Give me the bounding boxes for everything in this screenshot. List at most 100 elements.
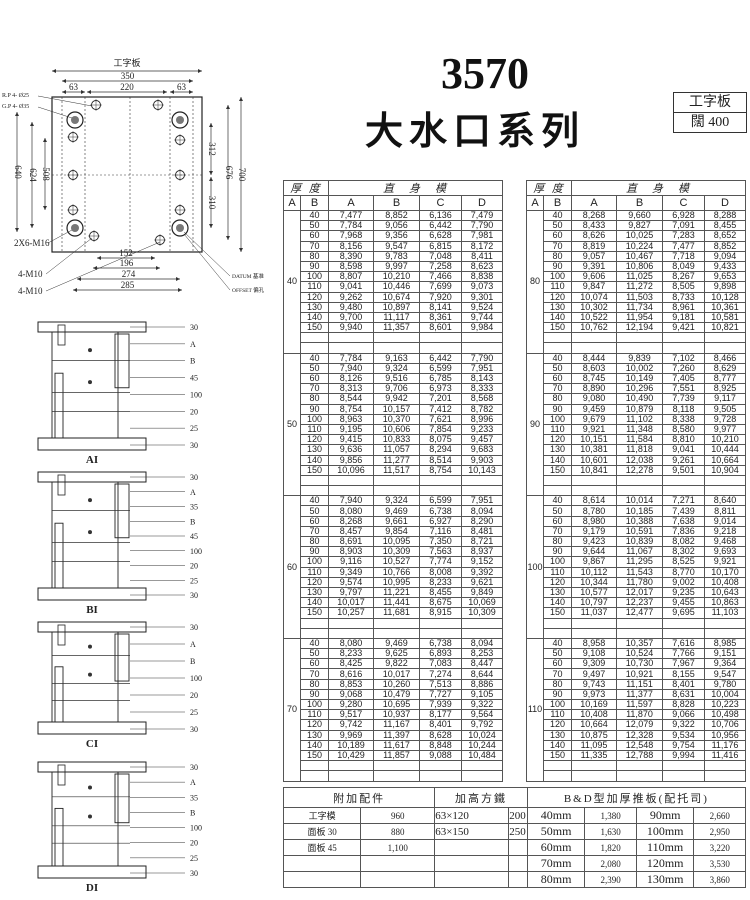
price-cell: 9,117 bbox=[704, 393, 746, 405]
price-cell: 11,954 bbox=[616, 311, 663, 324]
empty-row bbox=[284, 332, 503, 344]
price-cell: 7,271 bbox=[662, 495, 705, 507]
price-cell: 7,940 bbox=[328, 362, 374, 375]
empty-row bbox=[527, 627, 746, 639]
empty-cell bbox=[300, 770, 329, 782]
leader-line bbox=[45, 237, 93, 275]
dimension-label: 700 bbox=[237, 168, 247, 182]
price-cell: 8,268 bbox=[571, 209, 617, 222]
price-cell: 7,854 bbox=[419, 423, 462, 436]
price-cell: 9,921 bbox=[571, 423, 617, 436]
price-cell: 8,505 bbox=[662, 281, 705, 293]
thickness-b: 90 bbox=[300, 688, 329, 701]
price-cell: 10,257 bbox=[328, 607, 374, 619]
price-cell: 8,811 bbox=[704, 505, 746, 517]
price-cell: 9,179 bbox=[571, 525, 617, 538]
thickness-b: 70 bbox=[543, 240, 572, 252]
empty-cell bbox=[662, 627, 705, 639]
dimension-label: 196 bbox=[120, 258, 134, 268]
price-cell: 9,547 bbox=[704, 668, 746, 680]
price-cell: 7,479 bbox=[461, 209, 503, 222]
thickness-b: 140 bbox=[300, 454, 329, 466]
dowel-mark bbox=[88, 380, 92, 385]
accessory-price: 960 bbox=[360, 807, 436, 824]
mold-body bbox=[51, 771, 119, 867]
section-label: 30 bbox=[190, 323, 198, 332]
thickness-b: 90 bbox=[543, 688, 572, 701]
empty-cell bbox=[373, 617, 420, 629]
empty-cell bbox=[461, 342, 503, 354]
price-cell: 6,927 bbox=[419, 515, 462, 527]
empty-row bbox=[284, 485, 503, 497]
price-cell: 8,233 bbox=[328, 648, 374, 660]
empty-cell bbox=[616, 342, 663, 354]
price-cell: 8,810 bbox=[662, 434, 705, 446]
price-cell: 8,143 bbox=[461, 372, 503, 385]
price-cell: 12,038 bbox=[616, 454, 663, 466]
price-cell: 8,568 bbox=[461, 393, 503, 405]
price-cell: 8,514 bbox=[419, 454, 462, 466]
price-cell: 9,324 bbox=[373, 495, 420, 507]
top-clamp-plate bbox=[37, 761, 147, 773]
price-cell: 10,806 bbox=[616, 260, 663, 273]
dimension-label: 63 bbox=[69, 82, 79, 92]
price-cell: 7,439 bbox=[662, 505, 705, 517]
section-label: A bbox=[190, 778, 196, 787]
thickness-b: 150 bbox=[543, 749, 572, 762]
price-cell: 9,839 bbox=[616, 352, 663, 364]
section-label: 45 bbox=[190, 374, 198, 383]
price-cell: 10,766 bbox=[373, 566, 420, 578]
price-cell: 10,490 bbox=[616, 393, 663, 405]
empty-row bbox=[527, 770, 746, 782]
bd-price: 2,080 bbox=[584, 855, 637, 872]
thickness-b: 100 bbox=[300, 271, 329, 283]
price-cell: 8,580 bbox=[662, 423, 705, 436]
price-cell: 11,441 bbox=[373, 597, 420, 609]
price-cell: 9,997 bbox=[373, 260, 420, 273]
price-cell: 10,524 bbox=[616, 648, 663, 660]
empty-cell bbox=[461, 485, 503, 497]
price-cell: 10,210 bbox=[373, 271, 420, 283]
callout-datum: DATUM 基准 bbox=[232, 272, 264, 280]
price-cell: 6,442 bbox=[419, 220, 462, 232]
price-cell: 8,980 bbox=[571, 515, 617, 527]
price-cell: 9,516 bbox=[373, 372, 420, 385]
price-cell: 10,025 bbox=[616, 230, 663, 242]
section-label: B bbox=[190, 808, 195, 817]
price-cell: 10,244 bbox=[461, 739, 503, 751]
thickness-b: 110 bbox=[300, 709, 329, 721]
empty-cell bbox=[543, 617, 572, 629]
thickness-b: 60 bbox=[300, 515, 329, 527]
price-cell: 10,017 bbox=[328, 597, 374, 609]
price-cell: 8,401 bbox=[662, 678, 705, 690]
price-cell: 7,350 bbox=[419, 535, 462, 548]
guide-pillar-hole bbox=[71, 224, 79, 232]
top-clamp-plate bbox=[37, 621, 147, 633]
empty-cell bbox=[571, 332, 617, 344]
empty-cell bbox=[662, 770, 705, 782]
empty-cell bbox=[571, 474, 617, 487]
price-cell: 11,103 bbox=[704, 607, 746, 619]
thickness-a: 100 bbox=[526, 495, 544, 639]
price-cell: 10,185 bbox=[616, 505, 663, 517]
price-cell: 10,112 bbox=[571, 566, 617, 578]
thickness-b: 130 bbox=[300, 586, 329, 599]
price-cell: 7,083 bbox=[419, 658, 462, 670]
price-cell: 12,328 bbox=[616, 729, 663, 741]
empty-cell bbox=[419, 332, 462, 344]
dimension-label: 676 bbox=[224, 166, 234, 180]
price-cell: 10,309 bbox=[461, 607, 503, 619]
